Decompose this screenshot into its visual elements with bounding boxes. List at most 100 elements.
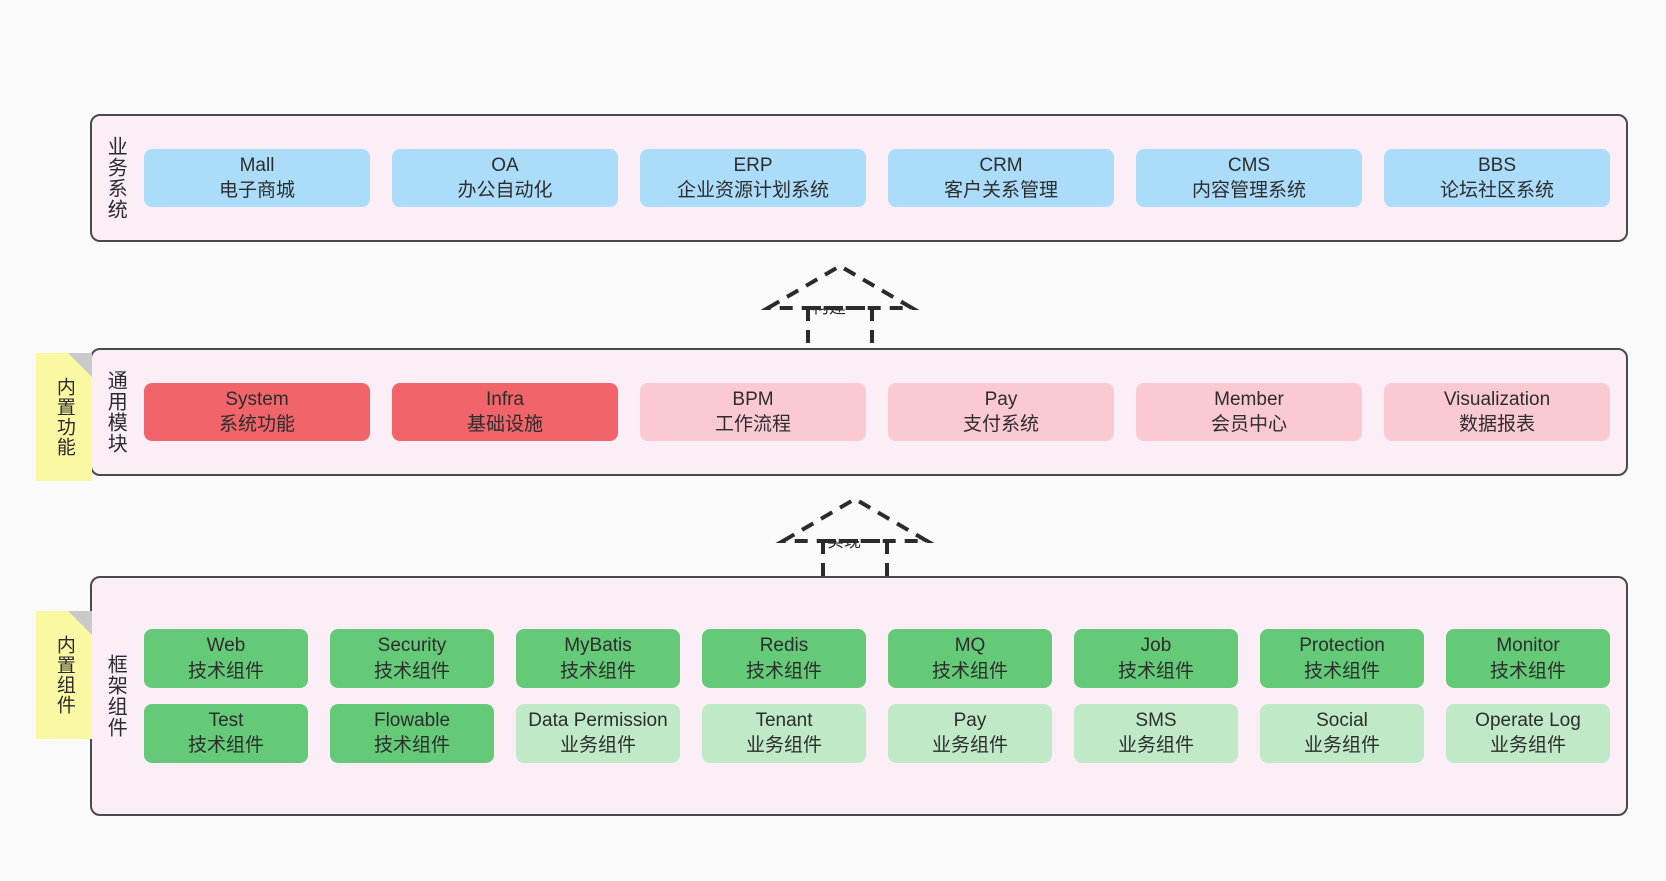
card-oa[interactable]: OA 办公自动化	[392, 148, 618, 208]
card-visualization[interactable]: Visualization 数据报表	[1384, 382, 1610, 442]
card-title-en: Pay	[953, 710, 987, 731]
layer-business-system: 业务系统 Mall 电子商城 OA 办公自动化 ERP 企业资源计划系统 CRM…	[90, 114, 1628, 242]
card-monitor[interactable]: Monitor 技术组件	[1446, 629, 1610, 688]
card-web[interactable]: Web 技术组件	[144, 629, 308, 688]
card-title-cn: 论坛社区系统	[1439, 180, 1554, 201]
card-title-cn: 技术组件	[1303, 660, 1380, 682]
connector-implement	[775, 495, 935, 583]
card-pay-business[interactable]: Pay 业务组件	[888, 704, 1052, 763]
card-title-en: Mall	[239, 154, 275, 176]
card-title-en: Operate Log	[1475, 710, 1581, 731]
card-mall[interactable]: Mall 电子商城	[144, 148, 370, 208]
layer-body-business-system: Mall 电子商城 OA 办公自动化 ERP 企业资源计划系统 CRM 客户关系…	[138, 116, 1626, 240]
card-title-cn: 业务组件	[559, 735, 636, 757]
card-title-en: CRM	[979, 154, 1023, 176]
card-title-en: Test	[208, 710, 244, 731]
card-protection[interactable]: Protection 技术组件	[1260, 629, 1424, 688]
card-title-cn: 业务组件	[1489, 735, 1566, 757]
layer-body-framework-component: Web 技术组件 Security 技术组件 MyBatis 技术组件 Redi…	[138, 578, 1626, 814]
card-infra[interactable]: Infra 基础设施	[392, 382, 618, 442]
card-title-cn: 技术组件	[931, 660, 1008, 682]
card-operate-log[interactable]: Operate Log 业务组件	[1446, 704, 1610, 763]
card-title-en: ERP	[733, 154, 773, 176]
card-mq[interactable]: MQ 技术组件	[888, 629, 1052, 688]
card-title-cn: 系统功能	[218, 414, 295, 435]
card-sms[interactable]: SMS 业务组件	[1074, 704, 1238, 763]
sticky-note-builtin-component: 内置组件	[36, 611, 92, 739]
card-title-cn: 技术组件	[187, 660, 264, 682]
card-title-en: Member	[1214, 388, 1284, 410]
card-member[interactable]: Member 会员中心	[1136, 382, 1362, 442]
card-cms[interactable]: CMS 内容管理系统	[1136, 148, 1362, 208]
card-flowable[interactable]: Flowable 技术组件	[330, 704, 494, 763]
card-title-en: Pay	[984, 388, 1018, 410]
layer-framework-component: 框架组件 Web 技术组件 Security 技术组件 MyBatis 技术组件…	[90, 576, 1628, 816]
card-mybatis[interactable]: MyBatis 技术组件	[516, 629, 680, 688]
card-title-cn: 基础设施	[466, 414, 543, 435]
card-title-en: SMS	[1135, 710, 1177, 731]
card-row: System 系统功能 Infra 基础设施 BPM 工作流程 Pay 支付系统…	[144, 382, 1610, 442]
card-redis[interactable]: Redis 技术组件	[702, 629, 866, 688]
layer-body-common-module: System 系统功能 Infra 基础设施 BPM 工作流程 Pay 支付系统…	[138, 350, 1626, 474]
card-title-cn: 工作流程	[714, 414, 791, 435]
card-row: Mall 电子商城 OA 办公自动化 ERP 企业资源计划系统 CRM 客户关系…	[144, 148, 1610, 208]
card-title-en: Monitor	[1496, 635, 1560, 657]
card-pay[interactable]: Pay 支付系统	[888, 382, 1114, 442]
card-title-cn: 数据报表	[1458, 414, 1535, 435]
card-title-en: Data Permission	[528, 710, 668, 731]
card-title-en: Tenant	[755, 710, 813, 731]
card-title-en: Protection	[1299, 635, 1385, 657]
card-title-cn: 电子商城	[218, 180, 295, 201]
card-row: Web 技术组件 Security 技术组件 MyBatis 技术组件 Redi…	[144, 629, 1610, 688]
card-title-cn: 技术组件	[373, 660, 450, 682]
sticky-note-builtin-function: 内置功能	[36, 353, 92, 481]
card-title-cn: 技术组件	[745, 660, 822, 682]
card-title-cn: 技术组件	[1117, 660, 1194, 682]
sticky-note-label: 内置功能	[53, 377, 75, 457]
card-social[interactable]: Social 业务组件	[1260, 704, 1424, 763]
layer-title-business-system: 业务系统	[104, 136, 127, 220]
card-title-cn: 业务组件	[745, 735, 822, 757]
card-title-en: BBS	[1477, 154, 1517, 176]
card-title-cn: 技术组件	[187, 735, 264, 757]
card-title-en: OA	[491, 154, 519, 176]
card-title-en: Social	[1316, 710, 1368, 731]
card-title-cn: 技术组件	[559, 660, 636, 682]
card-title-en: Web	[206, 635, 246, 657]
card-title-en: CMS	[1227, 154, 1271, 176]
card-row: Test 技术组件 Flowable 技术组件 Data Permission …	[144, 704, 1610, 763]
card-title-cn: 内容管理系统	[1191, 180, 1306, 201]
card-title-cn: 会员中心	[1210, 414, 1287, 435]
card-job[interactable]: Job 技术组件	[1074, 629, 1238, 688]
card-title-cn: 办公自动化	[457, 180, 553, 201]
card-title-cn: 技术组件	[1489, 660, 1566, 682]
card-title-cn: 业务组件	[1117, 735, 1194, 757]
sticky-fold-corner-icon	[68, 353, 92, 377]
card-title-en: MQ	[954, 635, 986, 657]
card-title-en: Visualization	[1443, 388, 1551, 410]
card-bbs[interactable]: BBS 论坛社区系统	[1384, 148, 1610, 208]
connector-build	[760, 262, 920, 352]
card-data-permission[interactable]: Data Permission 业务组件	[516, 704, 680, 763]
card-tenant[interactable]: Tenant 业务组件	[702, 704, 866, 763]
card-title-en: Infra	[485, 388, 525, 410]
card-bpm[interactable]: BPM 工作流程	[640, 382, 866, 442]
card-test[interactable]: Test 技术组件	[144, 704, 308, 763]
card-system[interactable]: System 系统功能	[144, 382, 370, 442]
card-title-en: Security	[377, 635, 447, 657]
card-title-en: BPM	[732, 388, 774, 410]
card-title-en: MyBatis	[564, 635, 632, 657]
card-title-en: Job	[1140, 635, 1172, 657]
card-erp[interactable]: ERP 企业资源计划系统	[640, 148, 866, 208]
layer-title-framework-component: 框架组件	[104, 654, 127, 738]
card-security[interactable]: Security 技术组件	[330, 629, 494, 688]
card-title-en: Redis	[759, 635, 809, 657]
card-crm[interactable]: CRM 客户关系管理	[888, 148, 1114, 208]
card-title-cn: 企业资源计划系统	[676, 180, 829, 201]
generalization-arrow-icon	[760, 263, 920, 352]
sticky-fold-corner-icon	[68, 611, 92, 635]
layer-title-common-module: 通用模块	[104, 370, 127, 454]
card-title-en: System	[225, 388, 289, 410]
card-title-cn: 客户关系管理	[943, 180, 1058, 201]
